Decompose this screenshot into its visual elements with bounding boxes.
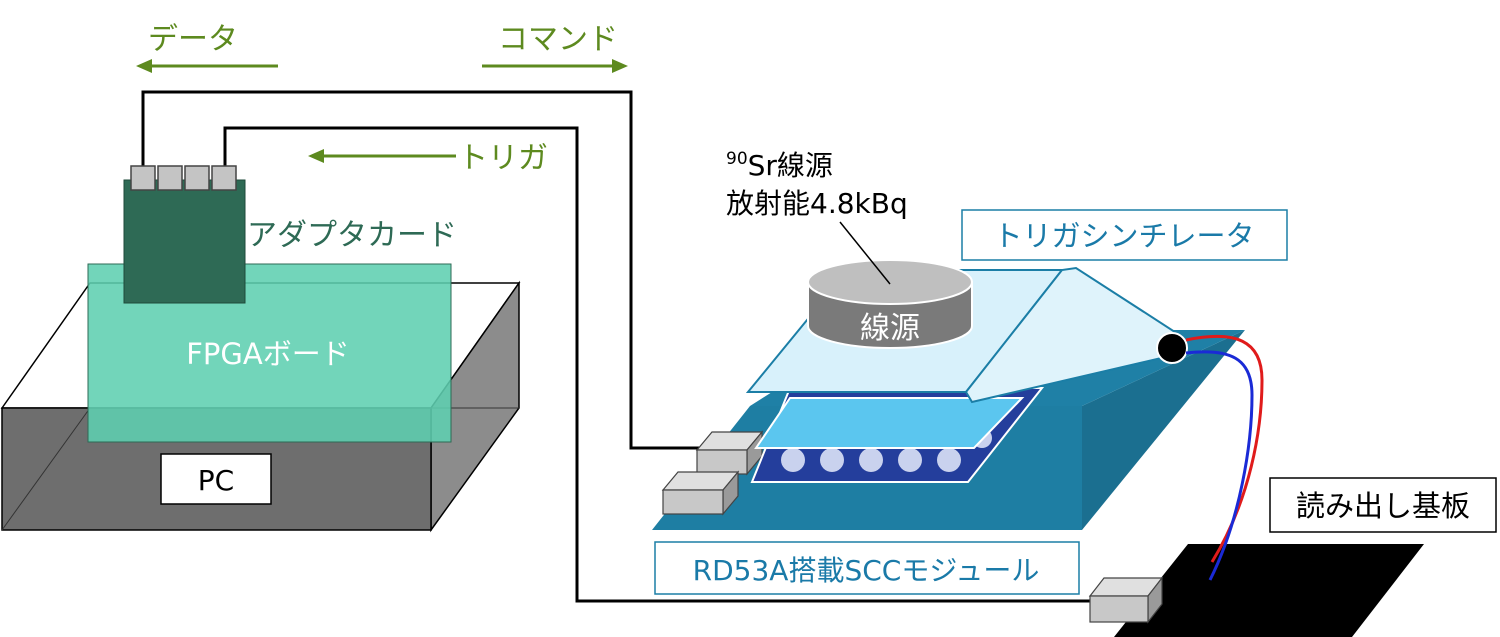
source-isotope-label: 90Sr線源 bbox=[726, 149, 833, 182]
trigger-cable bbox=[223, 126, 1095, 603]
command-arrow bbox=[482, 59, 628, 73]
blue-cable bbox=[1185, 350, 1254, 581]
fpga-board-label: FPGAボード bbox=[186, 337, 349, 371]
source-cylinder-label: 線源 bbox=[860, 311, 920, 346]
scc-module-label-box bbox=[654, 541, 1080, 595]
scintillator-label-box bbox=[961, 209, 1288, 261]
command-cable bbox=[141, 90, 700, 450]
command-arrow-label: コマンド bbox=[498, 22, 618, 57]
sensor-layer bbox=[754, 397, 1025, 449]
source-cylinder bbox=[807, 259, 973, 349]
data-arrow bbox=[136, 59, 278, 73]
source-activity-label: 放射能4.8kBq bbox=[726, 187, 908, 220]
pc-label: PC bbox=[198, 464, 234, 497]
isotope-mass-number: 90 bbox=[726, 149, 748, 169]
module-connector-top bbox=[695, 430, 764, 476]
readout-board bbox=[1114, 544, 1424, 637]
adapter-card bbox=[123, 179, 246, 304]
module-connector-bottom bbox=[661, 470, 740, 516]
readout-board-label-box bbox=[1269, 477, 1497, 533]
scintillator-label: トリガシンチレータ bbox=[993, 219, 1254, 253]
source-pointer bbox=[839, 221, 891, 285]
pc-label-box bbox=[160, 453, 272, 505]
adapter-connectors bbox=[130, 165, 237, 191]
data-arrow-label: データ bbox=[148, 22, 238, 57]
scc-module-label: RD53A搭載SCCモジュール bbox=[693, 554, 1040, 587]
readout-connector bbox=[1088, 576, 1164, 624]
trigger-arrow-label: トリガ bbox=[458, 141, 548, 176]
pmt-icon bbox=[1156, 332, 1188, 364]
adapter-card-label: アダプタカード bbox=[247, 218, 457, 253]
isotope-name: Sr線源 bbox=[748, 149, 833, 182]
readout-board-label: 読み出し基板 bbox=[1296, 489, 1470, 523]
trigger-arrow bbox=[308, 149, 456, 163]
